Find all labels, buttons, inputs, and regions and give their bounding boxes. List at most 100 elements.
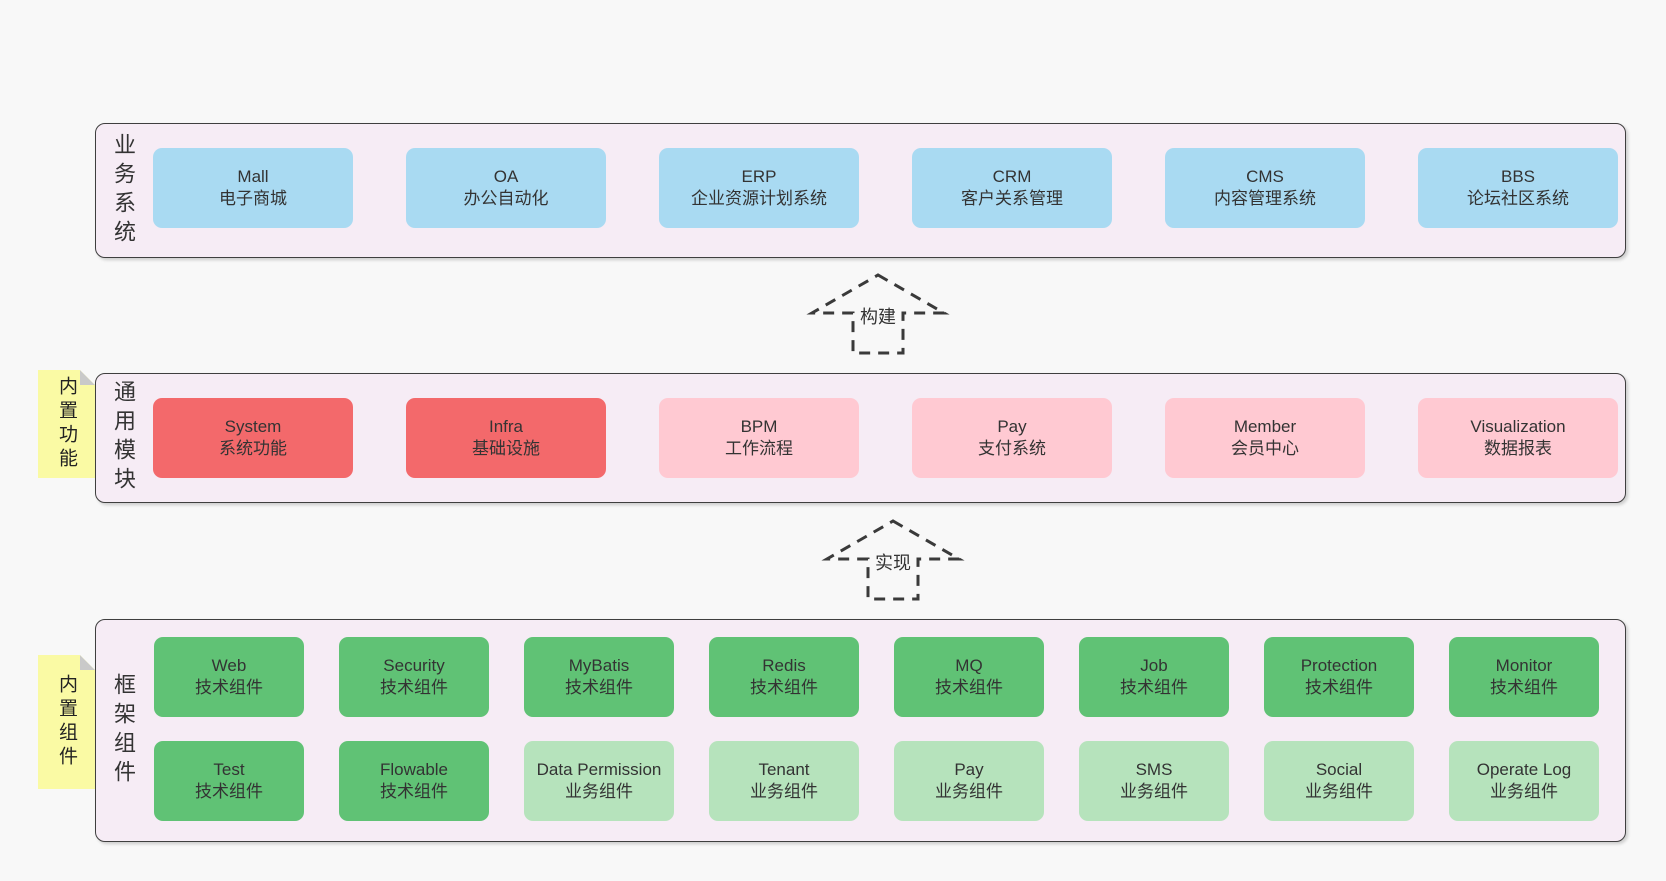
box-cms: CMS 内容管理系统 [1165, 148, 1365, 228]
layer-title: 通用模块 [111, 380, 136, 496]
box-title: ERP [741, 166, 777, 186]
box-subtitle: 客户关系管理 [961, 189, 1063, 208]
box-bbs: BBS 论坛社区系统 [1418, 148, 1618, 228]
layer-title: 业务系统 [111, 132, 136, 249]
box-subtitle: 工作流程 [725, 439, 793, 458]
box-crm: CRM 客户关系管理 [912, 148, 1112, 228]
box-subtitle: 数据报表 [1484, 439, 1552, 458]
box-subtitle: 技术组件 [750, 678, 818, 697]
box-title: Web [211, 655, 247, 675]
box-subtitle: 电子商城 [219, 189, 287, 208]
box-subtitle: 基础设施 [472, 439, 540, 458]
box-title: Mall [237, 166, 269, 186]
box-web: Web 技术组件 [154, 637, 304, 717]
box-title: Member [1233, 416, 1297, 436]
modules-box-row: System 系统功能 Infra 基础设施 BPM 工作流程 Pay 支付系统… [153, 398, 1618, 478]
box-subtitle: 业务组件 [935, 782, 1003, 801]
box-title: Redis [762, 655, 806, 675]
note-built-in-components: 内置组件 [38, 655, 95, 789]
arrow-up-icon [821, 519, 965, 601]
box-pay-system: Pay 支付系统 [912, 398, 1112, 478]
box-title: Operate Log [1476, 759, 1572, 779]
note-label: 内置组件 [56, 674, 77, 770]
box-subtitle: 业务组件 [1120, 782, 1188, 801]
box-title: System [224, 416, 282, 436]
box-subtitle: 论坛社区系统 [1467, 189, 1569, 208]
box-mq: MQ 技术组件 [894, 637, 1044, 717]
note-built-in-functions: 内置功能 [38, 370, 95, 478]
layer-business-systems: 业务系统 Mall 电子商城 OA 办公自动化 ERP 企业资源计划系统 CRM… [95, 123, 1626, 258]
box-title: MQ [955, 655, 983, 675]
box-tenant: Tenant 业务组件 [709, 741, 859, 821]
box-title: MyBatis [568, 655, 630, 675]
box-subtitle: 业务组件 [565, 782, 633, 801]
box-title: CRM [992, 166, 1032, 186]
layer-framework-components: 框架组件 Web 技术组件 Security 技术组件 MyBatis 技术组件… [95, 619, 1626, 842]
note-label: 内置功能 [56, 376, 77, 472]
box-pay-component: Pay 业务组件 [894, 741, 1044, 821]
box-subtitle: 支付系统 [978, 439, 1046, 458]
box-subtitle: 技术组件 [195, 678, 263, 697]
box-title: Test [213, 759, 245, 779]
box-subtitle: 技术组件 [1305, 678, 1373, 697]
box-subtitle: 技术组件 [380, 678, 448, 697]
box-subtitle: 技术组件 [1490, 678, 1558, 697]
arrow-label: 实现 [871, 548, 915, 576]
box-protection: Protection 技术组件 [1264, 637, 1414, 717]
note-fold-corner-icon [80, 655, 95, 670]
components-box-row-2: Test 技术组件 Flowable 技术组件 Data Permission … [154, 741, 1599, 821]
box-title: Protection [1300, 655, 1378, 675]
box-title: Pay [954, 759, 984, 779]
arrow-build: 构建 [806, 272, 950, 356]
box-mybatis: MyBatis 技术组件 [524, 637, 674, 717]
box-monitor: Monitor 技术组件 [1449, 637, 1599, 717]
box-title: Job [1140, 655, 1168, 675]
components-box-row-1: Web 技术组件 Security 技术组件 MyBatis 技术组件 Redi… [154, 637, 1599, 717]
box-title: Monitor [1495, 655, 1553, 675]
box-title: Tenant [758, 759, 810, 779]
box-title: Visualization [1470, 416, 1566, 436]
box-subtitle: 技术组件 [565, 678, 633, 697]
box-erp: ERP 企业资源计划系统 [659, 148, 859, 228]
box-subtitle: 技术组件 [195, 782, 263, 801]
box-title: CMS [1246, 166, 1284, 186]
business-box-row: Mall 电子商城 OA 办公自动化 ERP 企业资源计划系统 CRM 客户关系… [153, 148, 1618, 228]
box-subtitle: 技术组件 [935, 678, 1003, 697]
box-subtitle: 技术组件 [380, 782, 448, 801]
box-member: Member 会员中心 [1165, 398, 1365, 478]
note-fold-corner-icon [80, 370, 95, 385]
layer-common-modules: 通用模块 System 系统功能 Infra 基础设施 BPM 工作流程 Pay… [95, 373, 1626, 503]
box-security: Security 技术组件 [339, 637, 489, 717]
box-oa: OA 办公自动化 [406, 148, 606, 228]
box-title: Infra [488, 416, 524, 436]
box-subtitle: 系统功能 [219, 439, 287, 458]
box-subtitle: 会员中心 [1231, 439, 1299, 458]
box-test: Test 技术组件 [154, 741, 304, 821]
box-title: Social [1315, 759, 1363, 779]
box-title: BPM [740, 416, 778, 436]
box-social: Social 业务组件 [1264, 741, 1414, 821]
box-bpm: BPM 工作流程 [659, 398, 859, 478]
box-title: BBS [1500, 166, 1536, 186]
box-subtitle: 内容管理系统 [1214, 189, 1316, 208]
box-operate-log: Operate Log 业务组件 [1449, 741, 1599, 821]
box-subtitle: 企业资源计划系统 [691, 189, 827, 208]
box-subtitle: 业务组件 [1305, 782, 1373, 801]
layer-title: 框架组件 [111, 672, 136, 789]
box-redis: Redis 技术组件 [709, 637, 859, 717]
box-subtitle: 办公自动化 [463, 189, 549, 208]
box-data-permission: Data Permission 业务组件 [524, 741, 674, 821]
arrow-implement: 实现 [821, 518, 965, 602]
box-job: Job 技术组件 [1079, 637, 1229, 717]
box-mall: Mall 电子商城 [153, 148, 353, 228]
box-title: Security [383, 655, 445, 675]
box-title: Flowable [379, 759, 449, 779]
box-flowable: Flowable 技术组件 [339, 741, 489, 821]
box-subtitle: 技术组件 [1120, 678, 1188, 697]
box-title: OA [493, 166, 519, 186]
box-title: Data Permission [536, 759, 662, 779]
arrow-label: 构建 [856, 302, 900, 330]
box-system: System 系统功能 [153, 398, 353, 478]
arrow-up-icon [806, 273, 950, 355]
